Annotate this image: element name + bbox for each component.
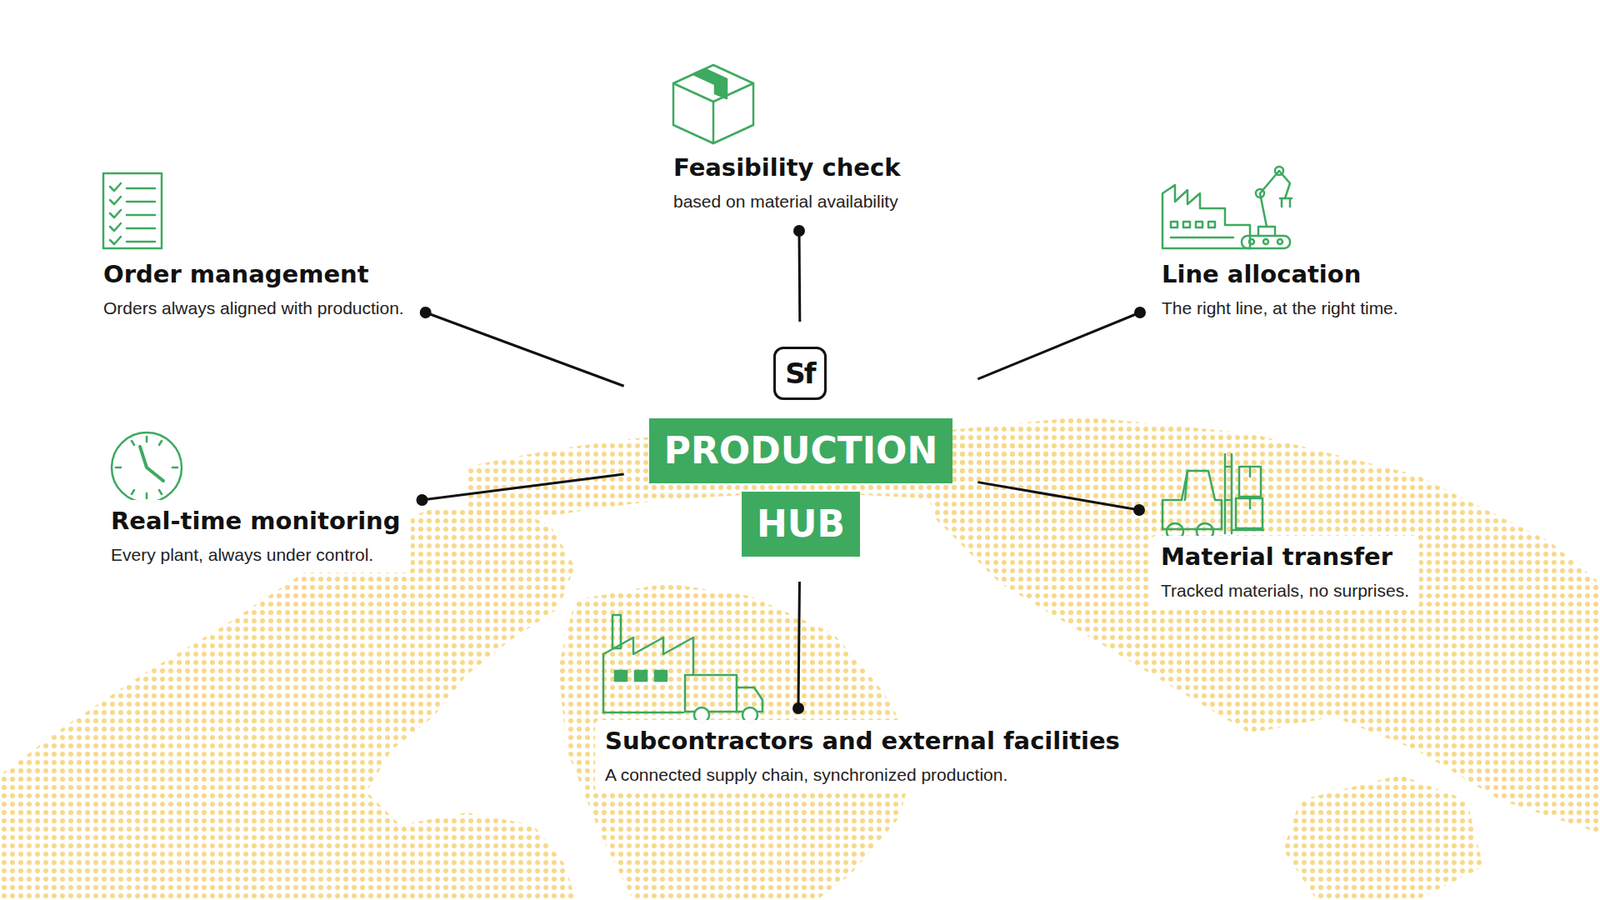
connector-line <box>977 482 1140 510</box>
feature-description: based on material availability <box>673 190 901 213</box>
connector-dot <box>416 494 429 506</box>
connector-line <box>798 581 800 709</box>
feature-description: A connected supply chain, synchronized p… <box>605 764 1120 786</box>
connector-dot <box>420 306 432 319</box>
feature-node: Subcontractors and external facilities A … <box>595 720 1130 793</box>
forklift-icon <box>1162 454 1264 540</box>
feature-heading: Line allocation <box>1161 260 1399 290</box>
feature-node: Real-time monitoringEvery plant, always … <box>100 500 411 573</box>
connector-dot <box>792 702 805 715</box>
feature-heading: Material transfer <box>1160 542 1410 572</box>
feature-description: Orders always aligned with production. <box>103 297 405 320</box>
connector-dot <box>793 225 805 237</box>
feature-heading: Real-time monitoring <box>110 506 401 536</box>
feature-node: Line allocationThe right line, at the ri… <box>1151 253 1409 326</box>
feature-description: The right line, at the right time. <box>1161 297 1399 320</box>
feature-heading: Feasibility check <box>673 153 901 183</box>
dotted-map <box>0 416 1600 900</box>
checklist-icon <box>103 173 162 249</box>
connector-line <box>425 312 625 386</box>
connector-line <box>977 312 1140 380</box>
feature-description: Tracked materials, no surprises. <box>1160 580 1410 602</box>
logo-mark: Sf <box>773 346 827 400</box>
hub-band: HUB <box>741 491 860 557</box>
feature-heading: Order management <box>103 260 405 290</box>
connector-line <box>422 474 625 500</box>
box-icon <box>673 65 754 144</box>
feature-node: Order managementOrders always aligned wi… <box>93 253 415 326</box>
feature-node: Material transferTracked materials, no s… <box>1150 535 1420 609</box>
hub-band: PRODUCTION <box>649 418 954 484</box>
factory-robot-icon <box>1162 166 1292 249</box>
clock-icon <box>111 432 182 503</box>
connector-dot <box>1134 306 1146 319</box>
feature-node: Feasibility check based on material avail… <box>663 146 911 220</box>
feature-description: Every plant, always under control. <box>110 544 401 566</box>
hub-node: PRODUCTION HUB <box>649 418 954 557</box>
factory-truck-icon <box>603 615 763 723</box>
connector-line <box>798 230 802 322</box>
feature-heading: Subcontractors and external facilities <box>605 726 1120 756</box>
connector-dot <box>1133 504 1145 516</box>
